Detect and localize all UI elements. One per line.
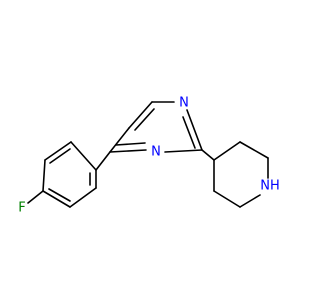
- bond-ar2-ar3: [44, 141, 72, 161]
- atom-labels: N N NH F: [18, 96, 279, 216]
- pyrimidine-ring: [109, 101, 203, 153]
- bond-pip-c6-c5: [213, 190, 241, 208]
- bond-pip-c3-c2: [239, 141, 269, 159]
- bond-ar5-ar6: [69, 187, 97, 208]
- bond-pyrimidine-piperidine: [201, 149, 215, 161]
- bond-c4-c5: [109, 127, 130, 153]
- bond-n3-c4-inner: [115, 142, 146, 146]
- fluorophenyl-ring: [27, 141, 111, 208]
- bond-ar4-ar5: [42, 190, 71, 208]
- molecule-structure: N N NH F: [18, 96, 279, 216]
- bond-c5-c6: [128, 101, 153, 129]
- bond-c2-n3: [164, 149, 203, 153]
- pyrimidine-n1-label: N: [179, 96, 189, 111]
- bond-ar2-ar3-inner: [49, 148, 71, 164]
- bond-n3-c4: [109, 149, 147, 153]
- bond-ar4-ar5-inner: [48, 188, 71, 202]
- bond-ar1-ar2: [70, 141, 97, 171]
- bond-c5-c6-inner: [134, 108, 155, 131]
- bond-pip-n-c6: [239, 194, 261, 208]
- bond-aryl-link: [95, 151, 111, 171]
- bond-ar3-ar4: [42, 159, 46, 192]
- piperidine-nh-label: NH: [260, 179, 280, 194]
- fluorine-label: F: [18, 201, 25, 216]
- piperidine-ring: [201, 141, 269, 208]
- bond-n1-c2: [186, 109, 203, 151]
- pyrimidine-n3-label: N: [151, 145, 161, 160]
- bond-n1-c2-inner: [182, 116, 196, 149]
- bond-pip-c4-c3: [213, 141, 241, 161]
- bond-c-f: [27, 190, 44, 204]
